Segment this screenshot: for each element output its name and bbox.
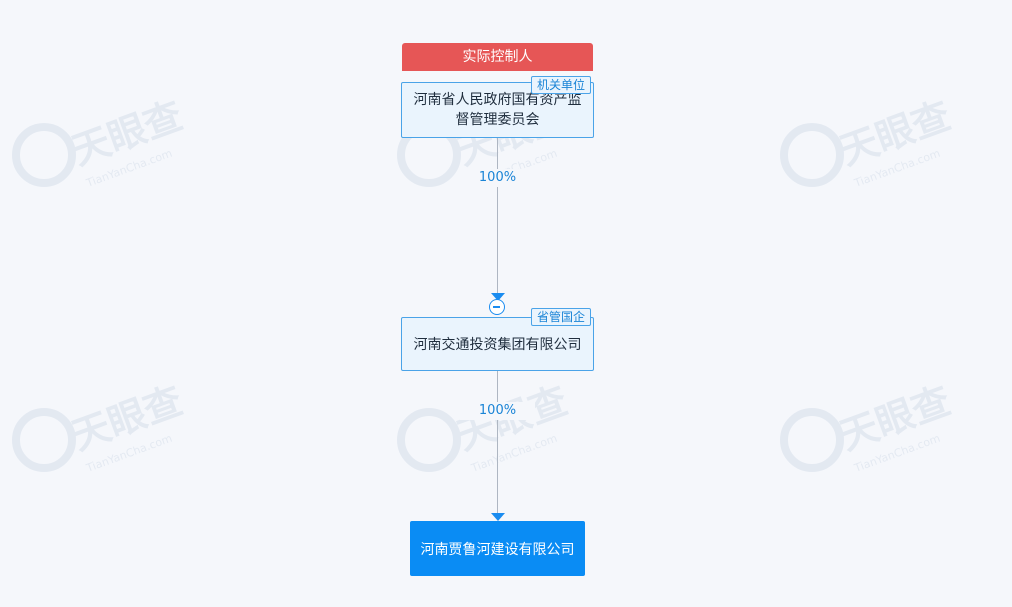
watermark-logo: 天眼查 TianYanCha.com xyxy=(10,378,210,490)
watermark-logo: 天眼查 TianYanCha.com xyxy=(778,378,978,490)
svg-text:TianYanCha.com: TianYanCha.com xyxy=(84,432,174,475)
arrow-down-icon xyxy=(491,513,505,521)
node-label: 河南贾鲁河建设有限公司 xyxy=(420,541,575,558)
node-target-company[interactable]: 河南贾鲁河建设有限公司 xyxy=(410,521,585,576)
svg-text:天眼查: 天眼查 xyxy=(66,95,188,173)
edge-line xyxy=(497,371,498,514)
watermark-logo: 天眼查 TianYanCha.com xyxy=(778,93,978,205)
svg-text:TianYanCha.com: TianYanCha.com xyxy=(852,432,942,475)
watermark-logo: 天眼查 TianYanCha.com xyxy=(10,93,210,205)
svg-text:天眼查: 天眼查 xyxy=(834,380,956,458)
svg-text:天眼查: 天眼查 xyxy=(66,380,188,458)
svg-text:TianYanCha.com: TianYanCha.com xyxy=(469,432,559,475)
svg-text:天眼查: 天眼查 xyxy=(834,95,956,173)
node-henan-transport-investment[interactable]: 河南交通投资集团有限公司 xyxy=(401,317,594,371)
collapse-icon[interactable] xyxy=(489,299,505,315)
actual-controller-tag: 实际控制人 xyxy=(402,43,593,71)
edge-percent-label: 100% xyxy=(460,402,535,420)
node-type-badge: 省管国企 xyxy=(531,308,592,326)
node-label: 河南省人民政府国有资产监督管理委员会 xyxy=(413,92,582,128)
node-label: 河南交通投资集团有限公司 xyxy=(413,337,582,353)
svg-text:TianYanCha.com: TianYanCha.com xyxy=(852,147,942,190)
node-type-badge: 机关单位 xyxy=(531,76,592,94)
arrow-down-icon xyxy=(491,293,505,301)
edge-line xyxy=(497,138,498,294)
svg-text:TianYanCha.com: TianYanCha.com xyxy=(84,147,174,190)
watermark-logo: 天眼查 TianYanCha.com xyxy=(395,378,595,490)
edge-percent-label: 100% xyxy=(460,169,535,187)
